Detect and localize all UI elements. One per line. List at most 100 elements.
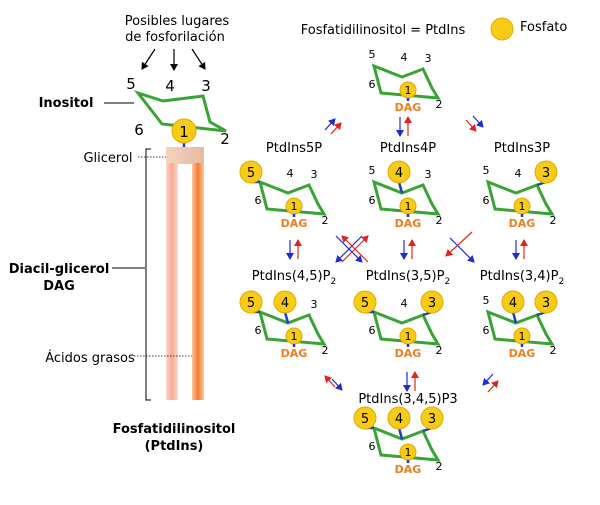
ring-number-4: 4	[287, 167, 294, 180]
molecule-label-subscript: 2	[330, 277, 336, 287]
legend-label: Fosfato	[520, 20, 567, 35]
ring-number-6: 6	[255, 324, 262, 337]
ring-number-6: 6	[134, 121, 144, 139]
phosphate-number-5: 5	[361, 296, 369, 311]
legend-phosphate-ball	[490, 17, 514, 41]
phospho-sites-label-2: de fosforilación	[125, 30, 225, 45]
phosphate-number-1: 1	[519, 330, 526, 343]
arrow-diag-tr-blue	[472, 115, 484, 128]
phosphate-number-1: 1	[405, 84, 412, 97]
molecule-label: PtdIns(3,4)P2	[480, 269, 564, 287]
phosphate-ball-4	[387, 160, 411, 184]
ring-number-5: 5	[369, 164, 376, 177]
dag-label: DAG	[395, 463, 422, 476]
phosphate-number-1: 1	[291, 200, 298, 213]
molecule-label: PtdIns5P	[266, 141, 322, 156]
arrow-cross-r-1	[449, 237, 475, 263]
phosphate-number-3: 3	[428, 296, 436, 311]
fatty-acid-tail-2	[192, 163, 204, 400]
arrow-diag-bl-red	[324, 375, 336, 388]
molecule-label-subscript: 2	[558, 277, 564, 287]
ring-number-3: 3	[311, 168, 318, 181]
dag-label: DAG	[395, 217, 422, 230]
inositol-ring	[371, 63, 441, 100]
dag-label: DAG	[395, 101, 422, 114]
inositol-ring	[371, 309, 441, 346]
phosphate-number-1: 1	[519, 200, 526, 213]
arrow-diag-bl-blue	[331, 378, 343, 391]
phosphate-number-3: 3	[428, 412, 436, 427]
arrow-diag-br-red	[487, 380, 499, 393]
phosphate-ball-3	[534, 290, 558, 314]
ring-number-5: 5	[369, 48, 376, 61]
ring-number-4: 4	[401, 51, 408, 64]
glycerol-block	[166, 147, 204, 164]
dag-label-1: Diacil-glicerol	[9, 262, 110, 277]
phosphate-bond-4	[397, 427, 404, 440]
inositol-label: Inositol	[39, 96, 94, 111]
molecule-label: PtdIns(4,5)P2	[252, 269, 336, 287]
ring-number-2: 2	[436, 98, 443, 111]
phosphate-number-1: 1	[405, 330, 412, 343]
dag-label: DAG	[509, 217, 536, 230]
right-title: Fosfatidilinositol = PtdIns	[301, 23, 466, 38]
ring-number-2: 2	[436, 214, 443, 227]
arrow-cross-l-2	[335, 235, 363, 263]
phosphate-number-4: 4	[509, 296, 517, 311]
arrow-diag-br-blue	[482, 373, 494, 386]
phosphate-ball-3	[534, 160, 558, 184]
ring-number-5: 5	[126, 75, 136, 93]
phosphate-number-3: 3	[542, 296, 550, 311]
ring-number-2: 2	[436, 460, 443, 473]
fatty-acid-tail-1	[166, 163, 178, 400]
arrow-cross-l-4	[341, 235, 369, 263]
phosphate-number-4: 4	[281, 296, 289, 311]
ring-number-2: 2	[322, 344, 329, 357]
dag-bracket	[145, 148, 151, 401]
ring-number-6: 6	[483, 194, 490, 207]
molecule-label: PtdIns4P	[380, 141, 436, 156]
ring-number-3: 3	[425, 52, 432, 65]
ptdins-label-1: Fosfatidilinositol	[113, 422, 236, 437]
phosphate-ball-5	[239, 290, 263, 314]
dag-label-2: DAG	[43, 279, 75, 294]
ring-number-5: 5	[483, 294, 490, 307]
ring-number-6: 6	[369, 440, 376, 453]
dag-label: DAG	[395, 347, 422, 360]
phosphate-number-1: 1	[179, 123, 189, 141]
right-header: Fosfatidilinositol = PtdIns Fosfato	[301, 17, 567, 41]
ring-number-3: 3	[311, 298, 318, 311]
ring-number-2: 2	[220, 130, 230, 148]
phosphate-ball-4	[273, 290, 297, 314]
ring-number-3: 3	[201, 77, 211, 95]
inositol-ring	[485, 179, 555, 216]
arrow-diag-tr-red	[465, 119, 477, 132]
phosphate-number-3: 3	[542, 166, 550, 181]
ring-number-2: 2	[436, 344, 443, 357]
phosphate-number-1: 1	[405, 200, 412, 213]
ring-number-6: 6	[483, 324, 490, 337]
phosphate-number-1: 1	[291, 330, 298, 343]
ring-number-2: 2	[550, 344, 557, 357]
left-panel: Posibles lugares de fosforilación 5 4 3 …	[9, 14, 236, 454]
phosphate-number-5: 5	[247, 166, 255, 181]
phosphate-ball-4	[501, 290, 525, 314]
phospho-sites-label-1: Posibles lugares	[125, 14, 230, 29]
ring-number-5: 5	[483, 164, 490, 177]
dag-label: DAG	[509, 347, 536, 360]
molecule-label: PtdIns(3,5)P2	[366, 269, 450, 287]
fatty-acids-label: Ácidos grasos	[45, 350, 135, 366]
ring-number-3: 3	[425, 168, 432, 181]
phosphate-bond-4	[511, 311, 518, 324]
dag-label: DAG	[281, 217, 308, 230]
inositol-ring	[133, 90, 227, 133]
site-arrow-3	[191, 48, 206, 70]
site-arrow-5	[141, 48, 156, 70]
